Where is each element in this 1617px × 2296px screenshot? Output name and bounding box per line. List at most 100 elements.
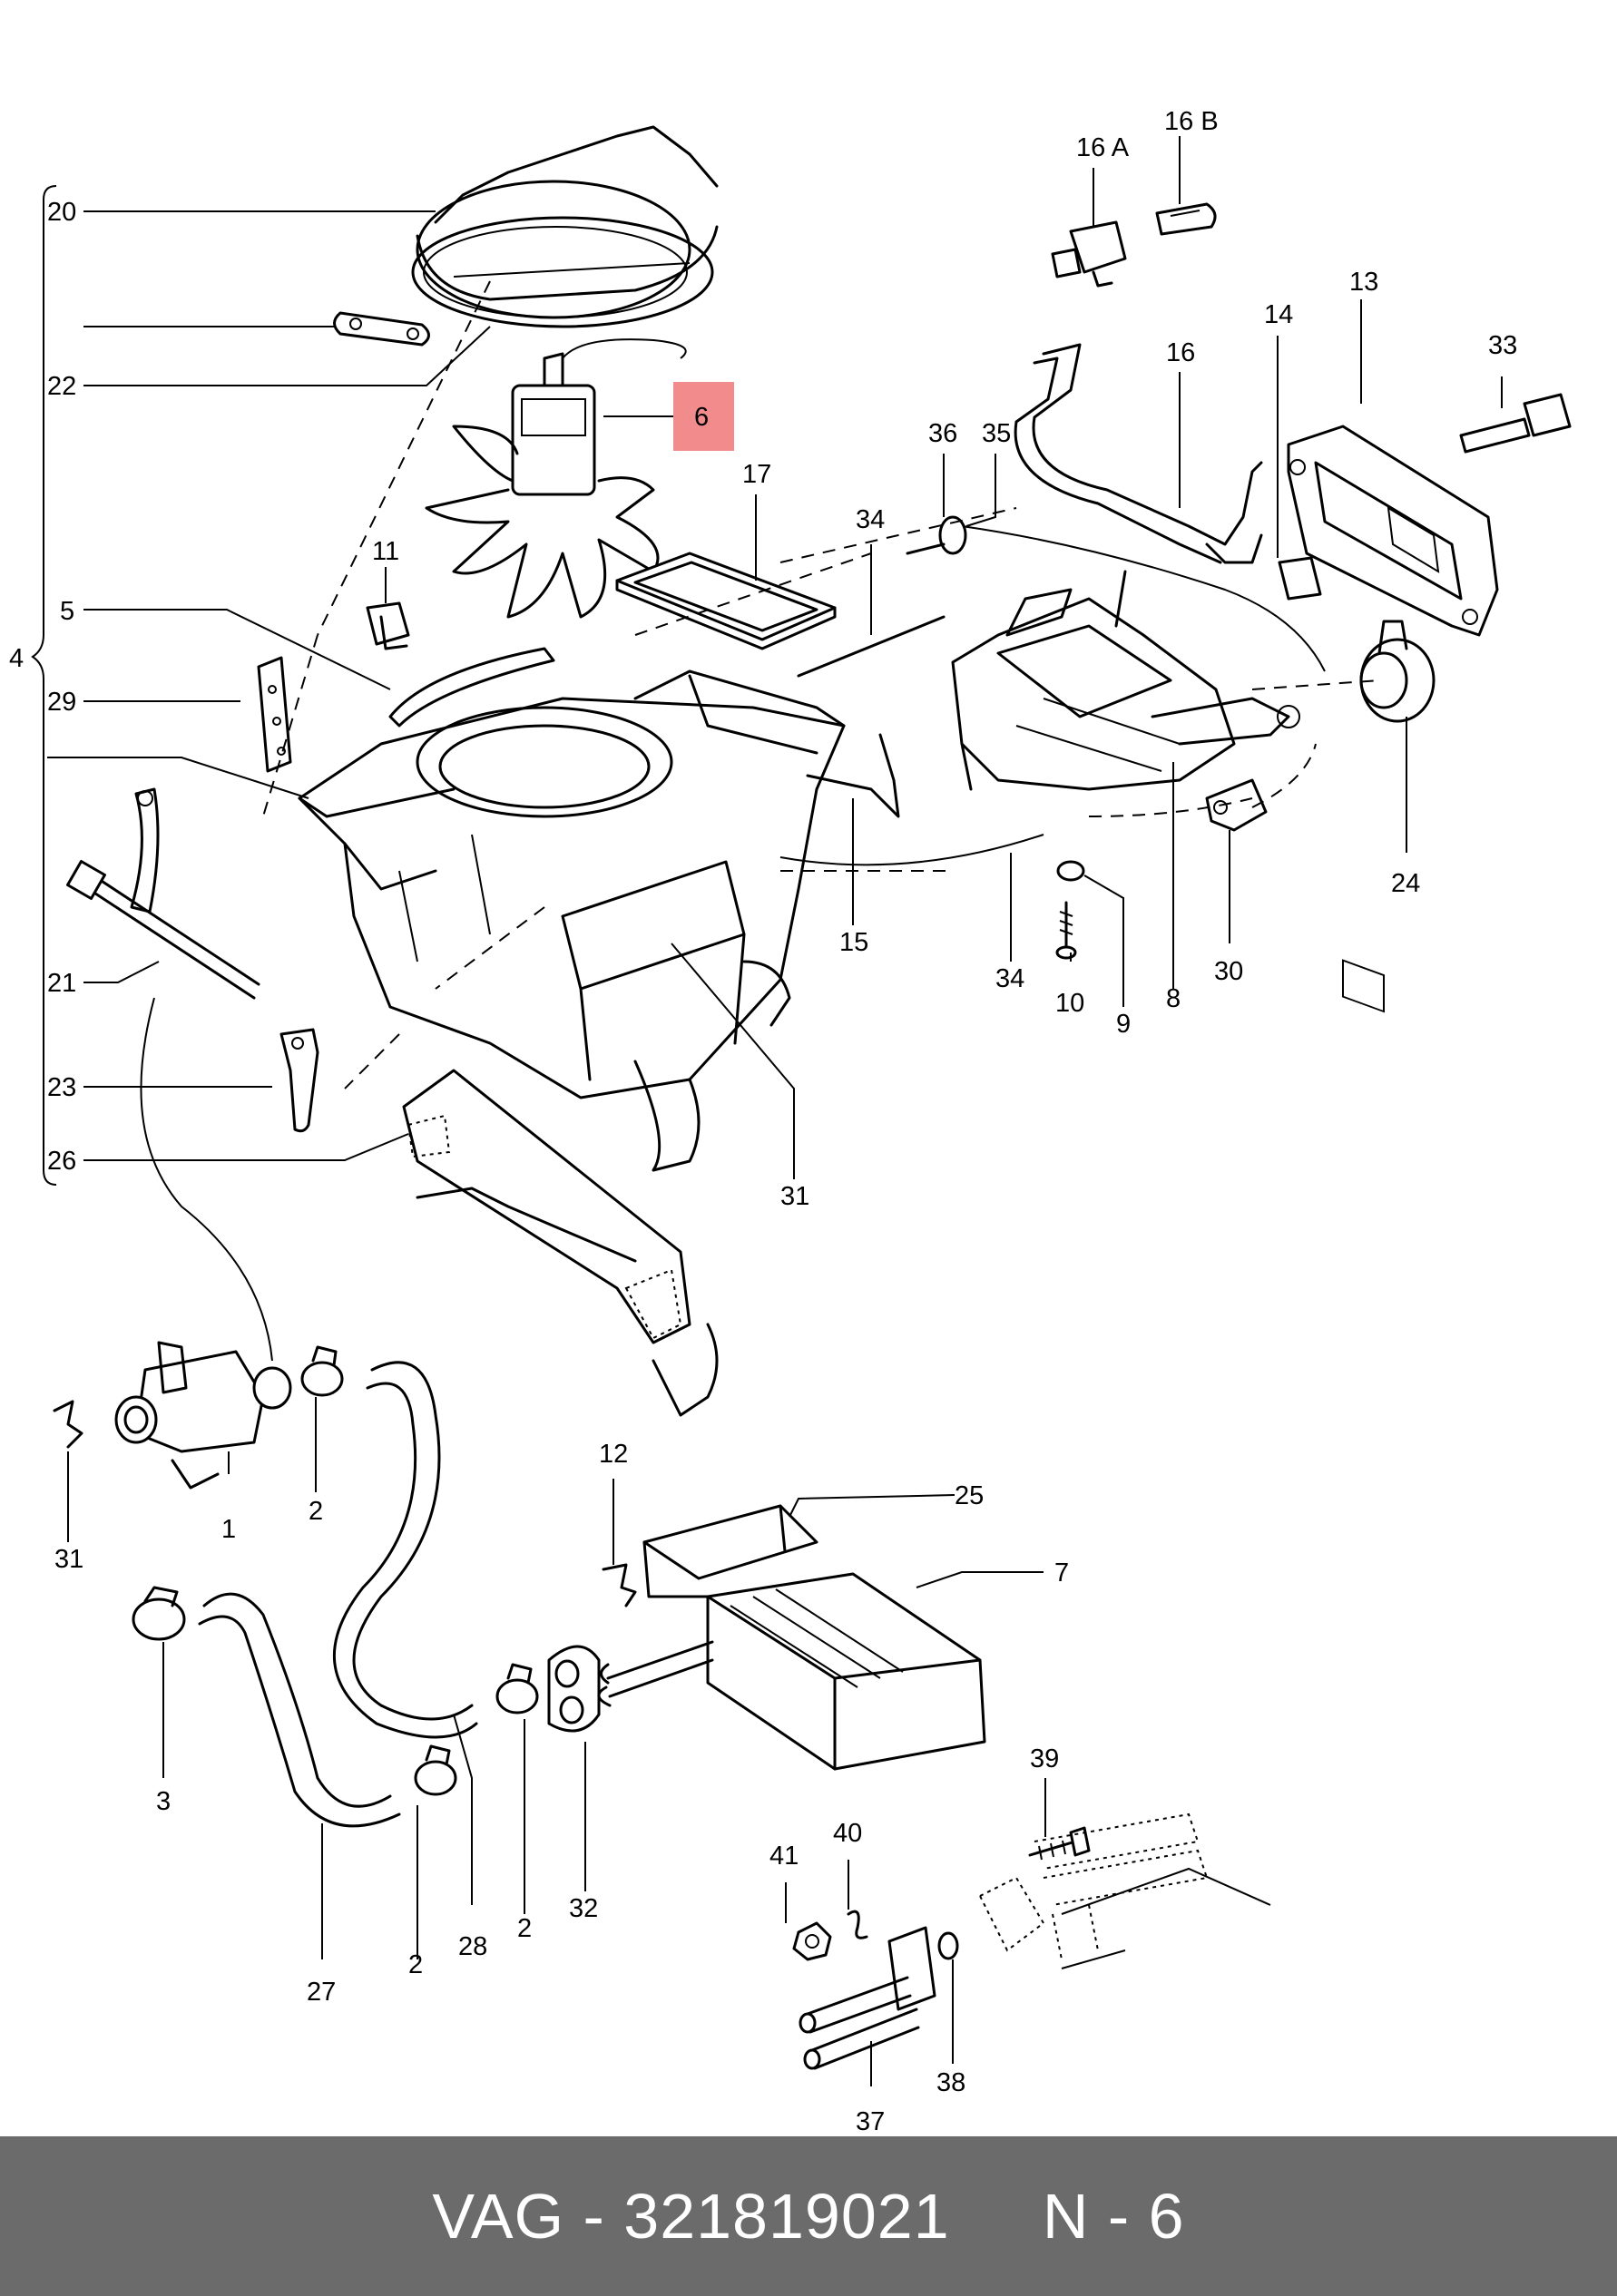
blower-motor-fan bbox=[425, 338, 687, 619]
gasket-38 bbox=[937, 1931, 959, 1960]
callout-37: 37 bbox=[856, 2107, 885, 2136]
callout-7: 7 bbox=[1054, 1558, 1069, 1588]
cable-34-lower bbox=[779, 834, 1044, 866]
seal-strip bbox=[388, 647, 555, 728]
water-valve bbox=[114, 1341, 292, 1490]
callout-6: 6 bbox=[694, 403, 709, 432]
clip-12 bbox=[602, 1563, 637, 1607]
filter-frame bbox=[615, 552, 837, 650]
heat-exchanger bbox=[597, 1572, 986, 1771]
callout-26: 26 bbox=[47, 1147, 76, 1176]
hose-28 bbox=[352, 1361, 474, 1721]
hose-clamp bbox=[132, 1586, 186, 1641]
assembly-line bbox=[634, 552, 872, 636]
callout-34b: 34 bbox=[995, 964, 1024, 993]
rotary-knob bbox=[1359, 620, 1436, 723]
callout-23: 23 bbox=[47, 1073, 76, 1102]
callout-21: 21 bbox=[47, 969, 76, 998]
link-rod-15 bbox=[806, 733, 900, 818]
cable-35 bbox=[961, 525, 1326, 672]
callout-35: 35 bbox=[982, 419, 1011, 448]
assembly-line bbox=[779, 507, 1017, 563]
lever-30 bbox=[1205, 778, 1268, 832]
connection-pipes bbox=[799, 1926, 936, 2070]
assembly-line bbox=[317, 280, 491, 636]
part-number-text: VAG - 321819021 N - 6 bbox=[432, 2181, 1185, 2252]
group-bracket bbox=[31, 185, 57, 1186]
lever-rod bbox=[66, 787, 260, 1000]
bolt-39 bbox=[1028, 1826, 1091, 1861]
blower-cover bbox=[411, 125, 719, 328]
clip-11 bbox=[366, 601, 410, 650]
callout-32: 32 bbox=[569, 1894, 598, 1923]
hose-27 bbox=[202, 1592, 392, 1808]
callout-15: 15 bbox=[839, 928, 868, 957]
callout-14: 14 bbox=[1264, 300, 1293, 329]
callout-38: 38 bbox=[936, 2068, 965, 2097]
hose-clamp bbox=[300, 1345, 344, 1397]
callout-12: 12 bbox=[599, 1440, 628, 1469]
callout-11: 11 bbox=[372, 537, 399, 566]
callout-1: 1 bbox=[221, 1515, 236, 1544]
callout-31a: 31 bbox=[780, 1182, 809, 1211]
callout-labels: 20 22 6 16 A 16 B 13 14 16 33 36 35 34 1… bbox=[9, 107, 1517, 2136]
assembly-line bbox=[1251, 743, 1317, 808]
small-bracket bbox=[333, 311, 430, 347]
lever-23 bbox=[279, 1028, 319, 1133]
control-mechanism bbox=[951, 570, 1300, 791]
callout-20: 20 bbox=[47, 198, 76, 227]
callout-40: 40 bbox=[833, 1819, 862, 1848]
clip-31 bbox=[53, 1400, 83, 1449]
callout-2c: 2 bbox=[517, 1914, 532, 1943]
control-panel bbox=[1287, 425, 1499, 1013]
mounting-outline bbox=[978, 1812, 1271, 1969]
callout-2b: 2 bbox=[408, 1950, 423, 1979]
clip-40 bbox=[847, 1910, 868, 1939]
callout-28: 28 bbox=[458, 1932, 487, 1961]
bracket-29 bbox=[257, 656, 292, 773]
nut-41 bbox=[792, 1921, 832, 1961]
highlight-box bbox=[673, 382, 734, 451]
sensor-33 bbox=[1459, 393, 1572, 454]
callout-27: 27 bbox=[307, 1978, 336, 2007]
callout-41: 41 bbox=[769, 1842, 799, 1871]
callout-29: 29 bbox=[47, 688, 76, 717]
lower-duct bbox=[402, 1069, 719, 1417]
seal-32 bbox=[547, 1645, 601, 1733]
parts-diagram: 20 22 6 16 A 16 B 13 14 16 33 36 35 34 1… bbox=[9, 107, 1572, 2136]
cable-34-upper bbox=[797, 615, 946, 678]
callout-13: 13 bbox=[1349, 268, 1378, 297]
hose-27-inner bbox=[198, 1615, 401, 1828]
callout-2a: 2 bbox=[309, 1497, 323, 1526]
callout-36: 36 bbox=[928, 419, 957, 448]
callout-4: 4 bbox=[9, 644, 24, 673]
screw-10 bbox=[1055, 901, 1077, 960]
assembly-line bbox=[435, 906, 545, 990]
callout-16b: 16 B bbox=[1164, 107, 1219, 136]
bulb-16b bbox=[1155, 202, 1217, 236]
assembly-line bbox=[344, 1033, 400, 1089]
grommet-36 bbox=[906, 515, 967, 555]
callout-16a: 16 A bbox=[1076, 133, 1130, 162]
callout-33: 33 bbox=[1488, 331, 1517, 360]
callout-31b: 31 bbox=[54, 1545, 83, 1574]
plug-14 bbox=[1278, 556, 1322, 601]
callout-30: 30 bbox=[1214, 957, 1243, 986]
callout-25: 25 bbox=[955, 1481, 984, 1510]
callout-39: 39 bbox=[1030, 1744, 1059, 1773]
callout-3: 3 bbox=[156, 1787, 171, 1816]
callout-24: 24 bbox=[1391, 869, 1420, 898]
hose-clamp bbox=[414, 1744, 457, 1796]
callout-9: 9 bbox=[1116, 1010, 1131, 1039]
callout-5: 5 bbox=[60, 597, 74, 626]
heat-exchanger-bracket bbox=[642, 1504, 818, 1598]
linkage-bracket bbox=[1014, 343, 1263, 564]
callout-34a: 34 bbox=[856, 505, 885, 534]
leader-lines bbox=[47, 136, 1503, 2086]
bulb-holder-16a bbox=[1051, 220, 1127, 288]
heater-housing bbox=[298, 669, 846, 1172]
callout-10: 10 bbox=[1055, 989, 1084, 1018]
callout-8: 8 bbox=[1166, 984, 1181, 1013]
hose-clamp bbox=[495, 1663, 539, 1715]
hose-28-inner bbox=[332, 1382, 478, 1739]
